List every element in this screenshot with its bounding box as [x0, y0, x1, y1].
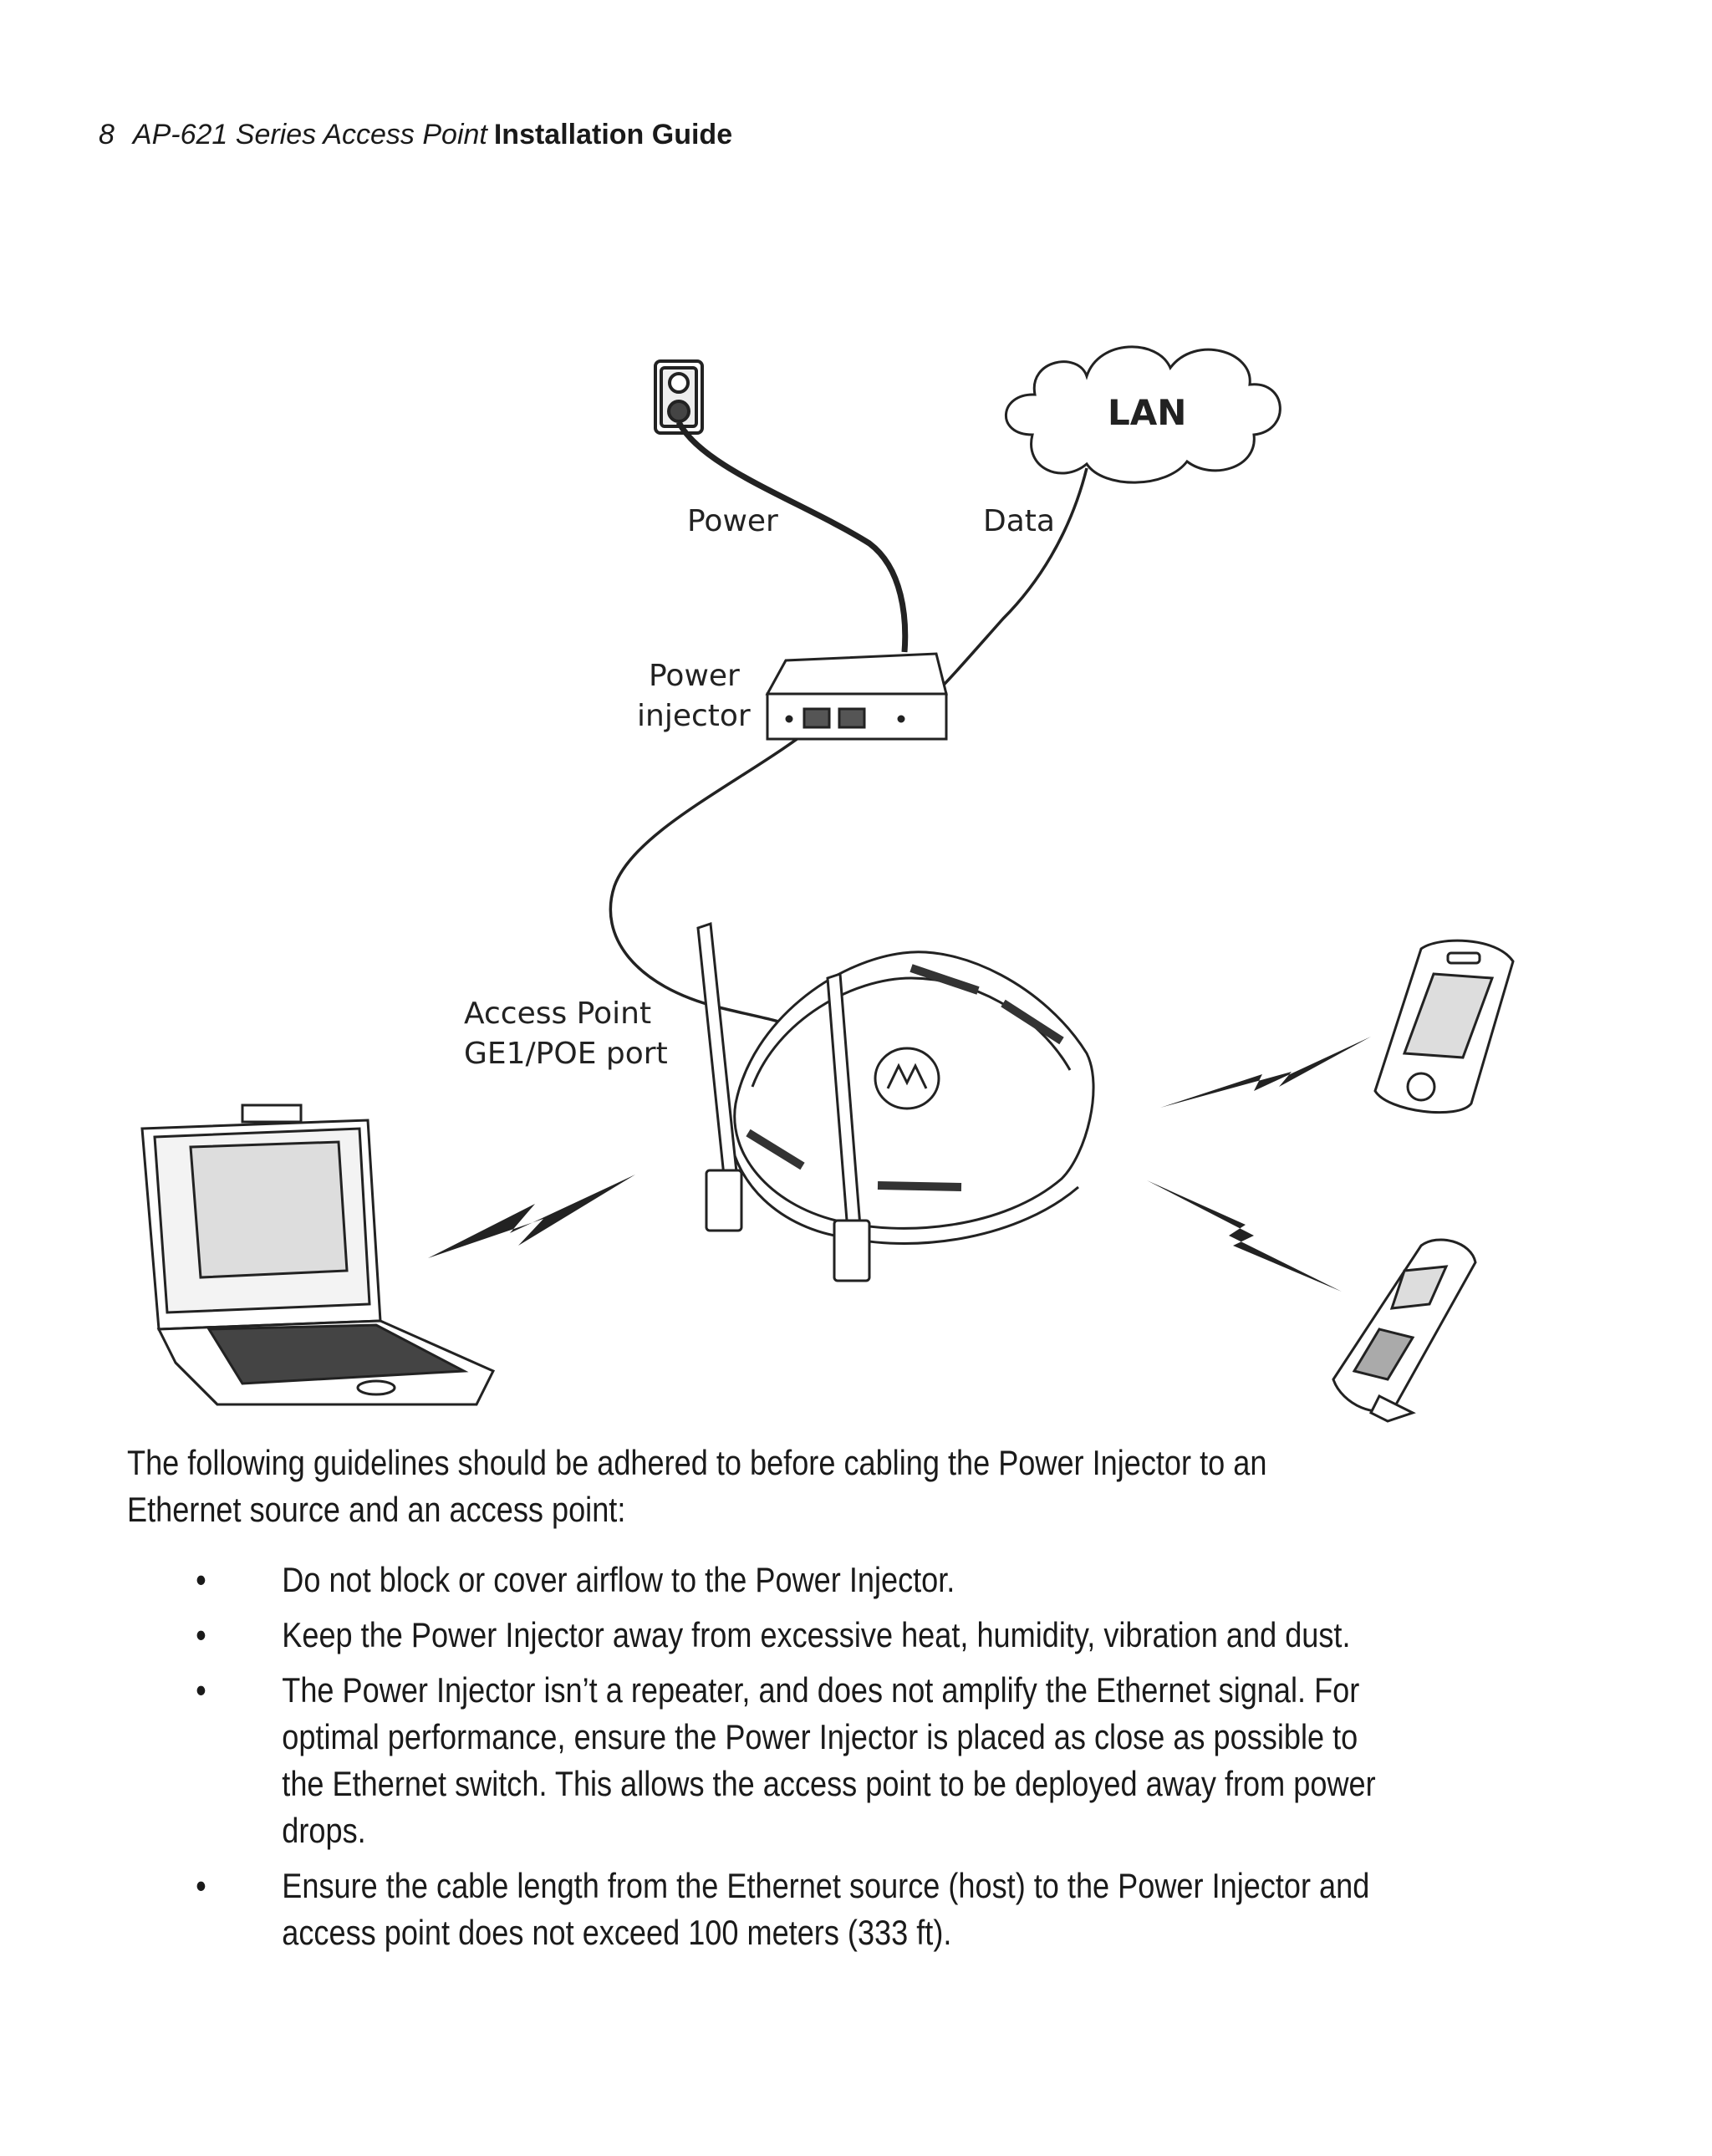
header-guide-title: Installation Guide	[493, 119, 733, 150]
bullet-icon: •	[196, 1866, 206, 1905]
bullet-icon: •	[196, 1670, 206, 1710]
header-series: AP-621 Series Access Point	[132, 119, 487, 150]
ap-port-label-1: Access Point	[464, 996, 651, 1031]
power-injector-icon	[765, 652, 948, 741]
wireless-signal-icons	[428, 1037, 1371, 1292]
lan-label: LAN	[1108, 392, 1186, 433]
list-item: • Ensure the cable length from the Ethern…	[176, 1863, 1398, 1956]
ap-port-label-2: GE1/POE port	[464, 1037, 668, 1071]
laptop-icon	[140, 1103, 496, 1406]
list-item-text: Do not block or cover airflow to the Pow…	[282, 1560, 955, 1599]
bullet-icon: •	[196, 1560, 206, 1599]
list-item-text: Keep the Power Injector away from excess…	[282, 1615, 1351, 1654]
guidelines-list: • Do not block or cover airflow to the Po…	[176, 1557, 1398, 1965]
power-injector-label-2: injector	[637, 699, 751, 733]
list-item: • The Power Injector isn’t a repeater, an…	[176, 1667, 1398, 1854]
list-item: • Keep the Power Injector away from exces…	[176, 1612, 1398, 1659]
network-diagram: LAN Power Data Power injector Access Poi…	[140, 345, 1515, 1423]
lan-cloud-icon	[1005, 345, 1281, 484]
data-label: Data	[983, 504, 1055, 538]
intro-paragraph: The following guidelines should be adher…	[127, 1443, 1267, 1529]
pda-device-icon	[1373, 939, 1515, 1114]
power-injector-label-1: Power	[649, 659, 740, 693]
bullet-icon: •	[196, 1615, 206, 1654]
list-item-text: Ensure the cable length from the Etherne…	[282, 1866, 1370, 1952]
access-point-icon	[696, 921, 1095, 1282]
power-label: Power	[687, 504, 778, 538]
list-item-text: The Power Injector isn’t a repeater, and…	[282, 1670, 1376, 1850]
list-item: • Do not block or cover airflow to the Po…	[176, 1557, 1398, 1603]
handheld-scanner-icon	[1332, 1238, 1477, 1423]
page-number: 8	[99, 119, 115, 150]
